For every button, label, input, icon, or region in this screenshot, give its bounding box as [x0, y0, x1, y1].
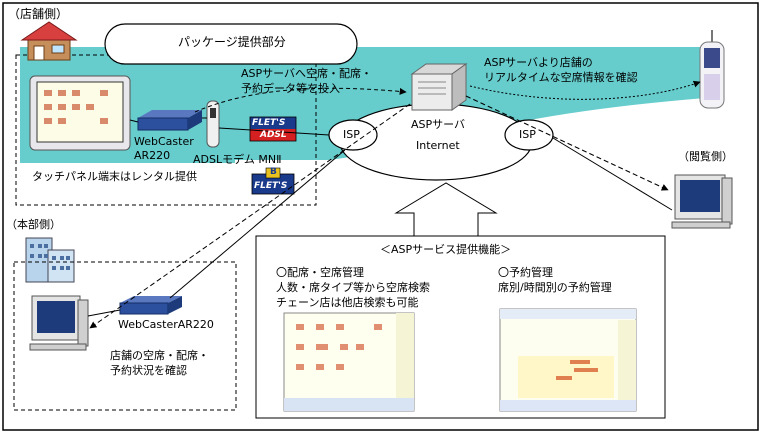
adsl-modem-label: ADSLモデム MNⅡ [193, 153, 282, 166]
isp-right-to-pc-line [552, 137, 673, 211]
isp-left-label: ISP [343, 128, 360, 141]
store-network-region [20, 47, 705, 163]
modem-to-isp-line [218, 127, 330, 136]
store-building-icon [20, 21, 78, 61]
flets-adsl-top-text: FLET'S [252, 118, 286, 128]
hq-router-label: WebCasterAR220 [118, 318, 214, 331]
server-to-hq-arrow [89, 103, 411, 329]
adsl-modem-icon [206, 100, 220, 148]
store-router-icon [137, 110, 202, 131]
flets-adsl-bottom-text: ADSL [260, 130, 287, 140]
service-title: ＜ASPサービス提供機能＞ [380, 243, 512, 256]
browse-side-label: （閲覧側） [678, 150, 733, 163]
seat-management-thumbnail [283, 312, 415, 412]
isp-right-node [504, 119, 554, 151]
feature2-title: 〇予約管理 [498, 266, 553, 279]
reservation-management-thumbnail [499, 308, 637, 412]
store-to-modem-line [129, 119, 139, 123]
feature2-line1: 席別/時間別の予約管理 [498, 281, 612, 294]
touch-panel-label: タッチパネル端末はレンタル提供 [32, 170, 197, 183]
hq-to-isp-line [169, 149, 346, 299]
asp-server-label: ASPサーバ [411, 118, 466, 131]
store-router-label-2: AR220 [134, 149, 171, 162]
hq-confirm-label-1: 店舗の空席・配席・ [110, 349, 209, 362]
hq-building-icon [25, 237, 75, 283]
asp-input-label-1: ASPサーバへ空席・配席・ [241, 67, 373, 80]
service-connector [394, 182, 498, 237]
browser-pc-icon [671, 174, 733, 229]
feature1-line2: チェーン店は他店検索も可能 [276, 296, 419, 309]
flets-b-badge [251, 167, 295, 195]
mobile-phone-icon [699, 30, 725, 109]
feature1-title: 〇配席・空席管理 [276, 266, 364, 279]
touch-panel-terminal-icon [29, 75, 131, 151]
flets-b-top-text: B [270, 167, 277, 177]
asp-confirm-label-1: ASPサーバより店舗の [484, 56, 593, 69]
package-part-label: パッケージ提供部分 [178, 35, 286, 49]
isp-right-label: ISP [519, 128, 536, 141]
hq-side-label: （本部側） [6, 218, 61, 231]
hq-router-icon [119, 296, 182, 315]
package-part-box [104, 23, 358, 65]
hq-boundary [13, 261, 237, 411]
asp-confirm-label-2: リアルタイムな空席情報を確認 [484, 71, 638, 84]
store-side-label: （店舗側） [8, 7, 69, 21]
hq-confirm-label-2: 予約状況を確認 [110, 364, 187, 377]
asp-server-icon [410, 63, 468, 111]
feature1-line1: 人数・席タイプ等から空席検索 [276, 281, 430, 294]
store-to-server-arrow [194, 87, 407, 113]
server-to-browser-arrow [465, 95, 669, 191]
hq-pc-icon [29, 295, 89, 351]
store-router-label-1: WebCaster [134, 135, 194, 148]
internet-label: Internet [416, 139, 460, 152]
asp-input-label-2: 予約データ等を投入 [241, 82, 340, 95]
flets-b-bottom-text: FLET'S [254, 181, 288, 191]
